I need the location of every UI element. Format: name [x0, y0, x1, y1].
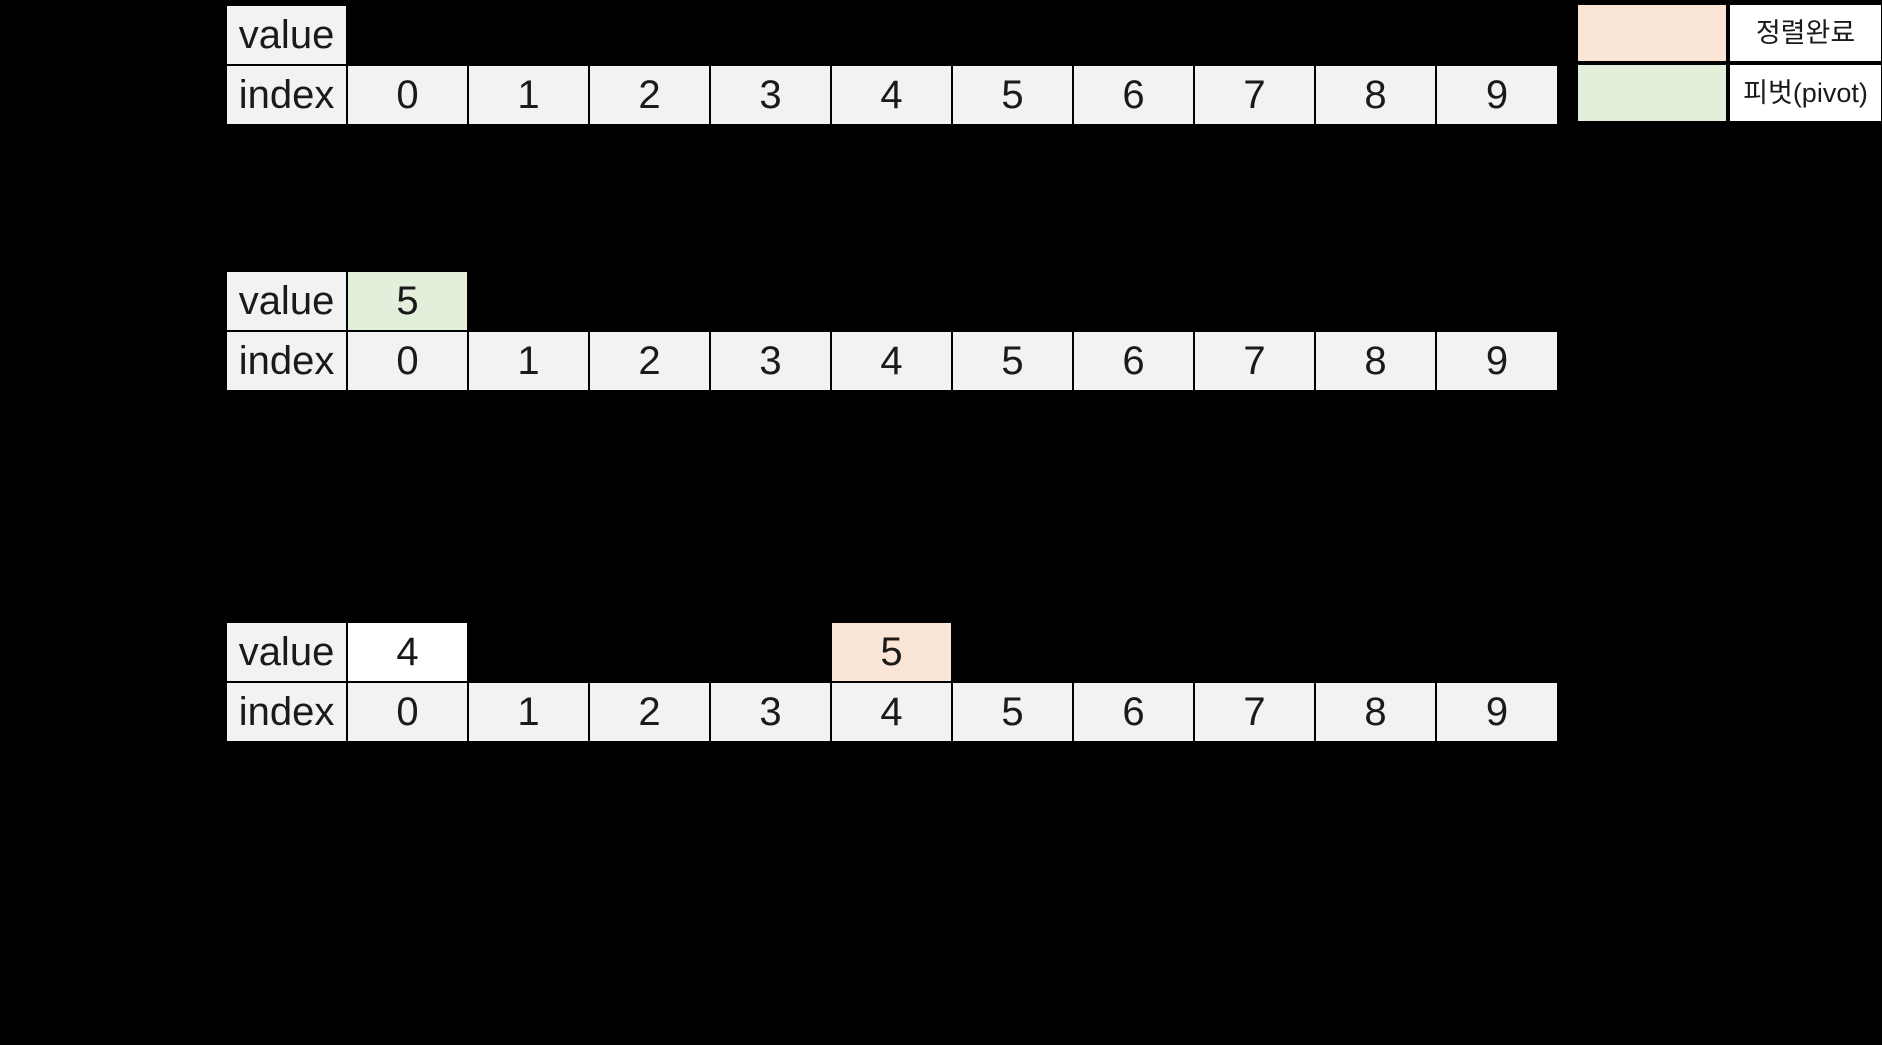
index-cell-9: 9: [1435, 681, 1559, 743]
index-cell-8: 8: [1314, 330, 1437, 392]
legend-label-pivot: 피벗(pivot): [1727, 62, 1882, 124]
index-cell-1: 1: [467, 681, 590, 743]
index-cell-4: 4: [830, 681, 953, 743]
index-cell-2: 2: [588, 64, 711, 126]
index-cell-6: 6: [1072, 64, 1195, 126]
index-cell-5: 5: [951, 681, 1074, 743]
legend-label-sorted: 정렬완료: [1727, 2, 1882, 64]
index-cell-0: 0: [346, 64, 469, 126]
index-cell-3: 3: [709, 330, 832, 392]
index-cell-8: 8: [1314, 681, 1437, 743]
index-cell-7: 7: [1193, 330, 1316, 392]
index-row-label: index: [225, 330, 348, 392]
index-cell-7: 7: [1193, 64, 1316, 126]
index-cell-5: 5: [951, 64, 1074, 126]
legend-swatch-pivot: [1575, 62, 1729, 124]
index-cell-3: 3: [709, 64, 832, 126]
index-cell-6: 6: [1072, 681, 1195, 743]
index-cell-9: 9: [1435, 64, 1559, 126]
index-cell-0: 0: [346, 681, 469, 743]
index-cell-9: 9: [1435, 330, 1559, 392]
index-cell-8: 8: [1314, 64, 1437, 126]
index-cell-6: 6: [1072, 330, 1195, 392]
value-row-label: value: [225, 4, 348, 66]
value-cell-index-0: 5: [346, 270, 469, 332]
value-cell-index-4: 5: [830, 621, 953, 683]
index-cell-4: 4: [830, 64, 953, 126]
index-cell-7: 7: [1193, 681, 1316, 743]
value-cell-index-0: 4: [346, 621, 469, 683]
index-cell-2: 2: [588, 681, 711, 743]
index-cell-2: 2: [588, 330, 711, 392]
index-cell-5: 5: [951, 330, 1074, 392]
index-cell-4: 4: [830, 330, 953, 392]
index-cell-1: 1: [467, 64, 590, 126]
index-row-label: index: [225, 64, 348, 126]
value-row-label: value: [225, 270, 348, 332]
legend-swatch-sorted: [1575, 2, 1729, 64]
index-cell-1: 1: [467, 330, 590, 392]
index-row-label: index: [225, 681, 348, 743]
index-cell-0: 0: [346, 330, 469, 392]
value-row-label: value: [225, 621, 348, 683]
index-cell-3: 3: [709, 681, 832, 743]
